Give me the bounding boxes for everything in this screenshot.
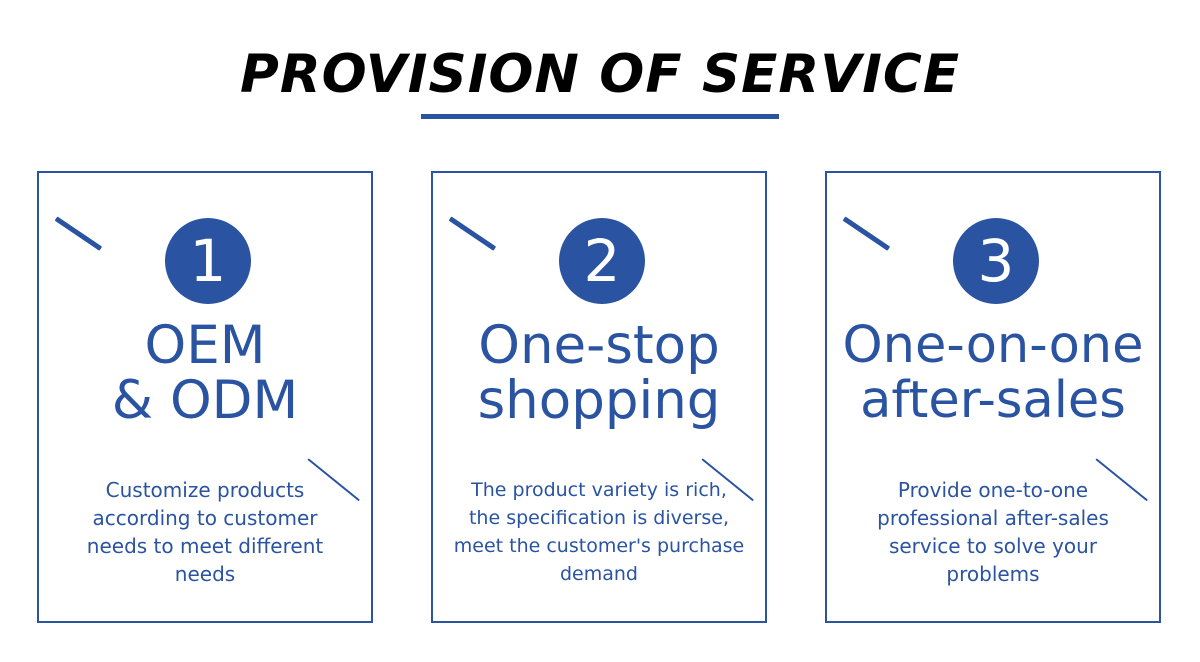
step-number-badge: 2 [559, 218, 645, 304]
card-heading: One-on-one after-sales [827, 318, 1159, 428]
card-heading-line-1: OEM [144, 315, 266, 376]
card-description-line-2: according to customer [92, 506, 318, 530]
step-number-badge: 1 [165, 218, 251, 304]
service-card-after-sales: 3 One-on-one after-sales Provide one-to-… [825, 171, 1161, 623]
card-description-line-1: The product variety is rich, [471, 479, 727, 501]
service-card-one-stop-shopping: 2 One-stop shopping The product variety … [431, 171, 767, 623]
decorative-slash-top [842, 216, 891, 251]
decorative-slash-top [54, 216, 103, 251]
card-description-line-4: needs [174, 562, 236, 586]
page-title: PROVISION OF SERVICE [239, 44, 961, 105]
card-heading: One-stop shopping [433, 318, 765, 428]
card-description-line-4: problems [946, 562, 1040, 586]
card-heading-line-2: after-sales [860, 371, 1126, 430]
title-underline [421, 114, 779, 119]
card-description: The product variety is rich, the specifi… [437, 476, 761, 588]
card-description: Customize products according to customer… [49, 476, 361, 588]
card-description-line-4: demand [559, 563, 638, 585]
card-description-line-3: needs to meet different [86, 534, 324, 558]
card-description-line-1: Provide one-to-one [897, 478, 1089, 502]
card-description-line-2: professional after-sales [877, 506, 1109, 530]
card-description-line-3: meet the customer's purchase [453, 535, 745, 557]
step-number-badge: 3 [953, 218, 1039, 304]
card-heading-line-1: One-stop [478, 315, 720, 376]
card-description-line-1: Customize products [105, 478, 305, 502]
card-heading: OEM & ODM [39, 318, 371, 428]
card-description-line-3: service to solve your [888, 534, 1098, 558]
card-description: Provide one-to-one professional after-sa… [837, 476, 1149, 588]
decorative-slash-top [448, 216, 497, 251]
card-description-line-2: the specification is diverse, [468, 507, 730, 529]
card-heading-line-2: shopping [477, 370, 721, 431]
card-heading-line-2: & ODM [111, 370, 299, 431]
service-card-oem-odm: 1 OEM & ODM Customize products according… [37, 171, 373, 623]
card-heading-line-1: One-on-one [842, 316, 1144, 375]
